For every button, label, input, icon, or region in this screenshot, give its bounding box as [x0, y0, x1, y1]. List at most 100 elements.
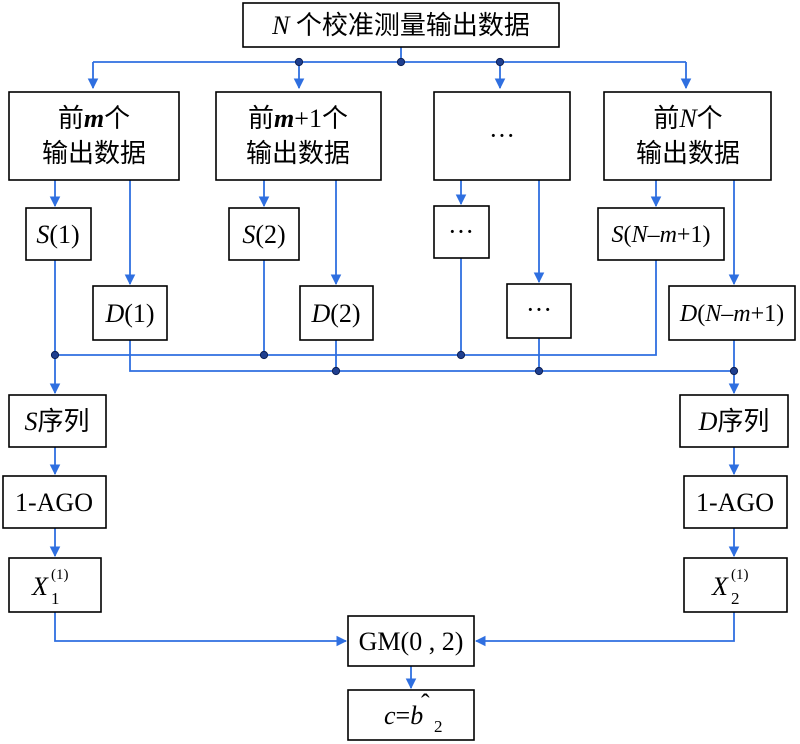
- dN-v3: m: [733, 301, 750, 327]
- win2-line2: 输出数据: [246, 139, 350, 168]
- x1-sub: 1: [51, 589, 60, 608]
- dN-p2: –: [720, 301, 734, 327]
- node-gm: GM(0 , 2): [347, 615, 475, 667]
- out-var2: b: [410, 701, 423, 730]
- junctions: [50, 57, 739, 376]
- node-s-sequence: S序列: [8, 394, 107, 448]
- sseq-var: S: [24, 407, 37, 436]
- svg-text:S序列: S序列: [24, 407, 89, 436]
- out-sub: 2: [434, 717, 443, 736]
- dN-p3: +1): [751, 301, 785, 327]
- s1-arg: (1): [49, 220, 79, 249]
- hat-mark: ˆ: [421, 689, 430, 718]
- winN-post: 个: [697, 104, 723, 133]
- node-d3: ···: [506, 283, 572, 339]
- d3-text: ···: [526, 295, 552, 324]
- d2-arg: (2): [330, 299, 360, 328]
- win1-pre: 前: [58, 104, 84, 133]
- sN-v2: N: [631, 222, 650, 248]
- junction-dot: [729, 366, 739, 376]
- s2-arg: (2): [255, 220, 285, 249]
- win3-text: ···: [489, 121, 515, 150]
- node-ago-left: 1-AGO: [2, 475, 107, 529]
- sN-v3: m: [660, 222, 677, 248]
- dseq-text: 序列: [717, 407, 769, 436]
- x1-sup: (1): [51, 567, 69, 583]
- node-top: N 个校准测量输出数据: [242, 2, 560, 48]
- svg-text:D(2): D(2): [310, 299, 360, 328]
- node-sn: S(N–m+1): [597, 207, 725, 261]
- svg-text:N 个校准测量输出数据: N 个校准测量输出数据: [271, 11, 530, 40]
- svg-text:S(1): S(1): [36, 220, 79, 249]
- junction-dot: [396, 57, 406, 67]
- junction-dot: [331, 366, 341, 376]
- junction-dot: [495, 57, 505, 67]
- node-d-sequence: D序列: [679, 394, 789, 448]
- win1-post: 个: [104, 104, 130, 133]
- out-eq: =: [396, 701, 411, 730]
- svg-text:前m+1个: 前m+1个: [248, 104, 348, 133]
- junction-dot: [294, 57, 304, 67]
- x2-var: X: [711, 572, 729, 601]
- sN-var: S: [612, 222, 624, 248]
- junction-dot: [259, 350, 269, 360]
- winN-line2: 输出数据: [636, 139, 740, 168]
- node-s1: S(1): [25, 207, 92, 261]
- node-window-n: 前N个 输出数据: [603, 91, 772, 181]
- gm-text: GM(0 , 2): [359, 627, 464, 656]
- dN-var: D: [679, 301, 697, 327]
- winN-pre: 前: [653, 104, 679, 133]
- svg-text:D序列: D序列: [698, 407, 770, 436]
- win2-var: m: [274, 104, 294, 133]
- ago-right-text: 1-AGO: [696, 488, 774, 517]
- wire-s-bus: [54, 260, 657, 356]
- s3-text: ···: [448, 217, 474, 246]
- svg-text:S(N–m+1): S(N–m+1): [612, 222, 711, 248]
- ago-left-text: 1-AGO: [15, 488, 93, 517]
- d1-arg: (1): [124, 299, 154, 328]
- sN-p2: –: [647, 222, 661, 248]
- arrow-x1-gm: [54, 612, 348, 647]
- dseq-var: D: [698, 407, 718, 436]
- sN-p3: +1): [677, 222, 711, 248]
- junction-dot: [534, 366, 544, 376]
- node-ago-right: 1-AGO: [683, 475, 788, 529]
- node-x2: X (1) 2: [683, 557, 788, 613]
- win2-post: +1个: [294, 104, 348, 133]
- junction-dot: [50, 350, 60, 360]
- node-window-3: ···: [433, 91, 571, 181]
- svg-text:S(2): S(2): [242, 220, 285, 249]
- node-s2: S(2): [228, 207, 300, 261]
- junction-dot: [456, 350, 466, 360]
- d1-var: D: [104, 299, 124, 328]
- out-var: c: [384, 701, 396, 730]
- d2-var: D: [310, 299, 330, 328]
- winN-var: N: [678, 104, 698, 133]
- node-output: c=b ˆ 2: [347, 689, 475, 741]
- x2-sub: 2: [731, 589, 740, 608]
- node-d1: D(1): [92, 285, 168, 341]
- win1-var: m: [84, 104, 104, 133]
- x1-var: X: [31, 572, 49, 601]
- s2-var: S: [242, 220, 255, 249]
- win2-pre: 前: [248, 104, 274, 133]
- svg-text:前N个: 前N个: [653, 104, 722, 133]
- node-d2: D(2): [299, 285, 374, 341]
- arrow-x2-gm: [474, 612, 735, 647]
- svg-text:D(1): D(1): [104, 299, 154, 328]
- sseq-text: 序列: [37, 407, 89, 436]
- node-dn: D(N–m+1): [668, 285, 796, 341]
- node-top-text: 个校准测量输出数据: [289, 11, 530, 40]
- svg-text:前m个: 前m个: [58, 104, 130, 133]
- svg-text:D(N–m+1): D(N–m+1): [679, 301, 784, 327]
- node-window-1: 前m个 输出数据: [8, 91, 180, 181]
- sN-p1: (: [624, 222, 632, 248]
- x2-sup: (1): [731, 567, 749, 583]
- win1-line2: 输出数据: [42, 139, 146, 168]
- dN-p1: (: [697, 301, 705, 327]
- wire-d-bus: [129, 340, 735, 372]
- s1-var: S: [36, 220, 49, 249]
- dN-v2: N: [704, 301, 723, 327]
- node-window-2: 前m+1个 输出数据: [215, 91, 382, 181]
